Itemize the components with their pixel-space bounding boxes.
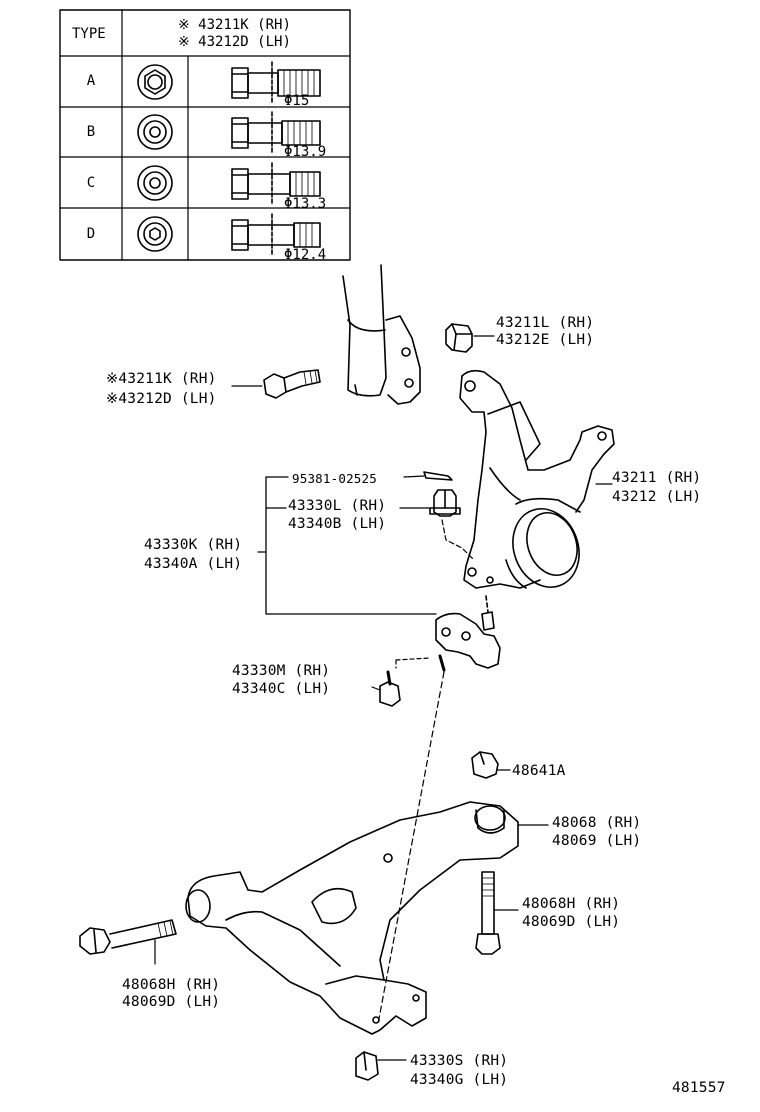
lower-control-arm (185, 801, 519, 1035)
label-cotter-pin: 95381-02525 (292, 471, 377, 486)
label-arm-bolt-right-lh: 48069D (LH) (522, 914, 621, 930)
steering-knuckle (459, 369, 615, 589)
table-bolt-b (137, 111, 321, 155)
top-nut (445, 323, 473, 353)
table-bolt-c (137, 162, 321, 206)
strut-outline (342, 264, 421, 405)
label-arm-bolt-right-rh: 48068H (RH) (522, 896, 621, 912)
label-arm-bolt-left-rh: 48068H (RH) (122, 977, 221, 993)
label-ball-bolt-rh: 43330M (RH) (232, 663, 331, 679)
cotter-pin (403, 471, 453, 481)
label-bushing-rh: 48068 (RH) (552, 815, 642, 831)
label-arm-nut: 48641A (512, 763, 566, 779)
table-diameter-d: Φ12.4 (284, 247, 327, 263)
table-diameter-b: Φ13.9 (284, 144, 327, 160)
label-ball-nut-lh: 43340B (LH) (288, 516, 387, 532)
label-bottom-nut-rh: 43330S (RH) (410, 1053, 509, 1069)
dash-center-line (377, 671, 445, 1025)
leader-ball-bolt (371, 686, 381, 691)
arm-nut (471, 751, 499, 779)
table-bolt-a (137, 61, 321, 105)
dash-ball-bolt (395, 657, 431, 669)
figure-number: 481557 (672, 1080, 726, 1096)
table-row-type-d: D (86, 226, 96, 242)
label-top-nut-lh: 43212E (LH) (496, 332, 595, 348)
table-row-type-c: C (86, 175, 96, 191)
type-table (59, 9, 351, 261)
table-part-header-rh: ※ 43211K (RH) (178, 17, 291, 33)
arm-bolt-left (79, 919, 177, 955)
label-bushing-lh: 48069 (LH) (552, 833, 642, 849)
label-strut-bolt-rh: ※43211K (RH) (106, 371, 217, 387)
ball-joint-nut (429, 489, 461, 517)
table-row-type-b: B (86, 124, 96, 140)
label-ball-joint-rh: 43330K (RH) (144, 537, 243, 553)
dash-ball-nut (441, 519, 475, 561)
table-row-type-a: A (86, 73, 96, 89)
arm-bolt-right (475, 871, 501, 955)
label-knuckle-rh: 43211 (RH) (612, 470, 702, 486)
ball-joint (435, 595, 501, 672)
label-bottom-nut-lh: 43340G (LH) (410, 1072, 509, 1088)
bottom-nut (355, 1051, 379, 1081)
table-diameter-a: Φ15 (284, 93, 310, 109)
label-ball-nut-rh: 43330L (RH) (288, 498, 387, 514)
label-strut-bolt-lh: ※43212D (LH) (106, 391, 217, 407)
table-part-header-lh: ※ 43212D (LH) (178, 34, 291, 50)
label-ball-bolt-lh: 43340C (LH) (232, 681, 331, 697)
label-arm-bolt-left-lh: 48069D (LH) (122, 994, 221, 1010)
table-bolt-d (137, 213, 321, 257)
bracket-ball-joint (265, 476, 437, 615)
label-knuckle-lh: 43212 (LH) (612, 489, 702, 505)
label-top-nut-rh: 43211L (RH) (496, 315, 595, 331)
table-diameter-c: Φ13.3 (284, 196, 327, 212)
label-ball-joint-lh: 43340A (LH) (144, 556, 243, 572)
ball-joint-bolt (379, 670, 401, 707)
table-type-header: TYPE (72, 26, 106, 42)
strut-bolt (263, 369, 321, 399)
